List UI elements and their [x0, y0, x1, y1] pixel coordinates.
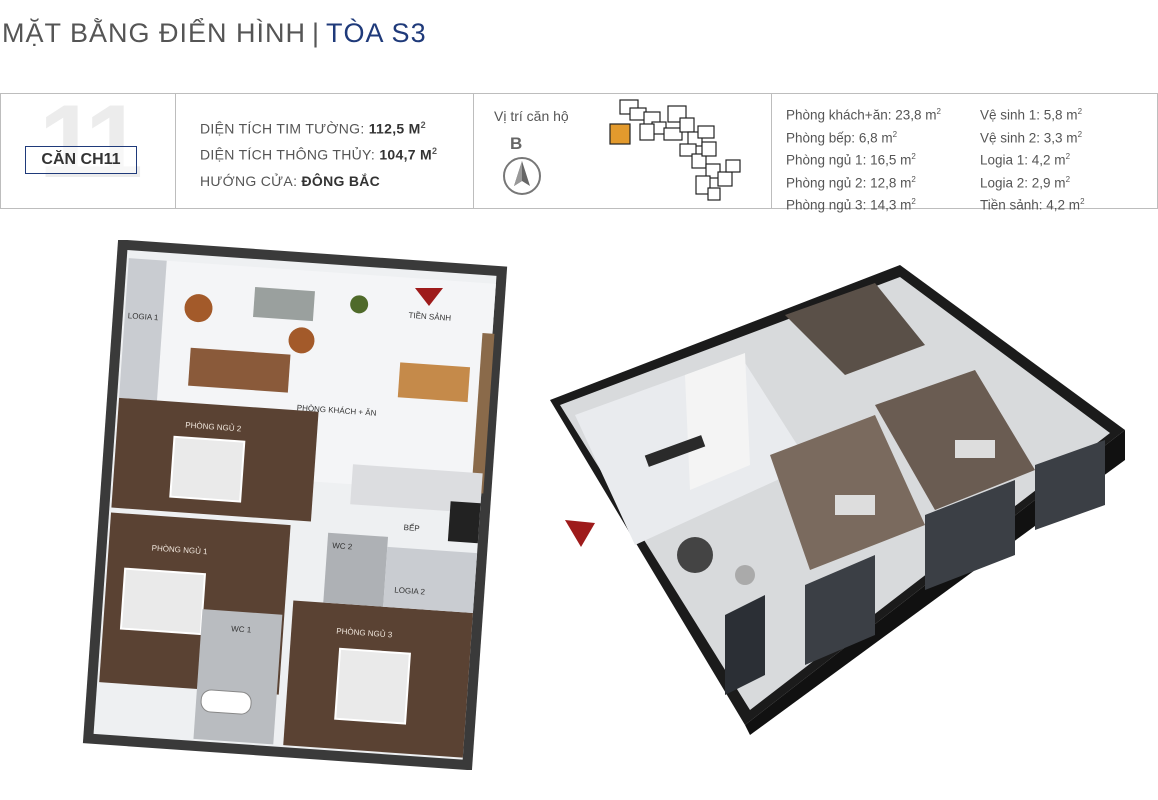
area-wall-sup: 2 [420, 120, 426, 130]
unit-info-box: 11 CĂN CH11 DIỆN TÍCH TIM TƯỜNG: 112,5 M… [0, 90, 1158, 213]
floor-plan-2d: LOGIA 1 TIỀN SẢNH PHÒNG KHÁCH + ĂN BẾP W… [82, 240, 508, 770]
area-clear-sup: 2 [432, 146, 438, 156]
area-clear-value: 104,7 M [379, 146, 432, 163]
label-wc2: WC 2 [332, 541, 353, 551]
room-areas-cell: Phòng khách+ăn: 23,8 m2 Phòng bếp: 6,8 m… [772, 94, 1158, 213]
room-area-item: Phòng bếp: 6,8 m2 [786, 129, 898, 146]
bed1 [119, 567, 207, 636]
bed3 [334, 647, 411, 725]
area-clear: DIỆN TÍCH THÔNG THỦY: 104,7 M2 [200, 146, 437, 163]
unit-number-watermark: 11 [39, 84, 143, 200]
room-areas-right: Vệ sinh 1: 5,8 m2 Vệ sinh 2: 3,3 m2 Logi… [980, 102, 1085, 215]
unit-badge-cell: 11 CĂN CH11 [1, 90, 176, 208]
3d-bedroom3 [785, 283, 925, 375]
dining-table [397, 362, 471, 403]
entrance-marker-icon [415, 288, 443, 306]
label-bep: BẾP [403, 522, 420, 533]
area-wall: DIỆN TÍCH TIM TƯỜNG: 112,5 M2 [200, 120, 426, 137]
room-area-item: Vệ sinh 1: 5,8 m2 [980, 107, 1083, 123]
logia2-floor [383, 546, 478, 614]
floor-plan-3d [550, 265, 1125, 735]
title-tower: TÒA S3 [326, 18, 427, 48]
room-area-item: Phòng ngủ 1: 16,5 m2 [786, 152, 916, 168]
area-wall-value: 112,5 M [368, 120, 421, 137]
compass-icon [503, 157, 541, 195]
wc2-floor [323, 532, 389, 607]
kitchen-counter [350, 464, 483, 514]
label-ngu3: PHÒNG NGỦ 3 [336, 627, 393, 640]
compass-letter: B [510, 134, 523, 153]
area-cell: DIỆN TÍCH TIM TƯỜNG: 112,5 M2 DIỆN TÍCH … [176, 94, 474, 208]
label-logia1: LOGIA 1 [127, 311, 159, 322]
title-main: MẶT BẰNG ĐIỂN HÌNH [2, 18, 307, 48]
door-label: HƯỚNG CỬA: [200, 173, 298, 189]
location-cell: Vị trí căn hộ B [474, 94, 772, 208]
room-area-item: Tiền sảnh: 4,2 m2 [980, 197, 1085, 213]
label-logia2: LOGIA 2 [394, 585, 426, 596]
area-wall-label: DIỆN TÍCH TIM TƯỜNG: [200, 120, 365, 137]
room-area-item: Vệ sinh 2: 3,3 m2 [980, 129, 1083, 146]
bed2 [169, 435, 246, 503]
location-label: Vị trí căn hộ [494, 108, 569, 124]
room-area-item: Logia 2: 2,9 m2 [980, 174, 1071, 191]
title-separator: | [312, 18, 321, 48]
label-ngu2: PHÒNG NGỦ 2 [185, 421, 242, 434]
room-areas-left: Phòng khách+ăn: 23,8 m2 Phòng bếp: 6,8 m… [786, 102, 941, 215]
room-area-item: Logia 1: 4,2 m2 [980, 152, 1071, 168]
label-tien-sanh: TIỀN SẢNH [408, 310, 451, 323]
label-ngu1: PHÒNG NGỦ 1 [151, 543, 208, 556]
door-value: ĐÔNG BẮC [301, 173, 381, 189]
page-title: MẶT BẰNG ĐIỂN HÌNH|TÒA S3 [2, 18, 427, 49]
3d-bedroom1 [770, 415, 925, 570]
site-location-map [609, 99, 741, 201]
label-wc1: WC 1 [231, 624, 252, 634]
room-area-item: Phòng khách+ăn: 23,8 m2 [786, 107, 941, 123]
area-clear-label: DIỆN TÍCH THÔNG THỦY: [200, 146, 376, 163]
entrance-marker-3d-icon [565, 520, 595, 547]
unit-badge: CĂN CH11 [25, 146, 137, 174]
door-direction: HƯỚNG CỬA: ĐÔNG BẮC [200, 173, 380, 189]
logia1-floor [119, 258, 167, 401]
sofa [188, 347, 291, 393]
room-area-item: Phòng ngủ 3: 14,3 m2 [786, 197, 916, 213]
room-area-item: Phòng ngủ 2: 12,8 m2 [786, 174, 916, 191]
unit-highlight [609, 123, 631, 145]
